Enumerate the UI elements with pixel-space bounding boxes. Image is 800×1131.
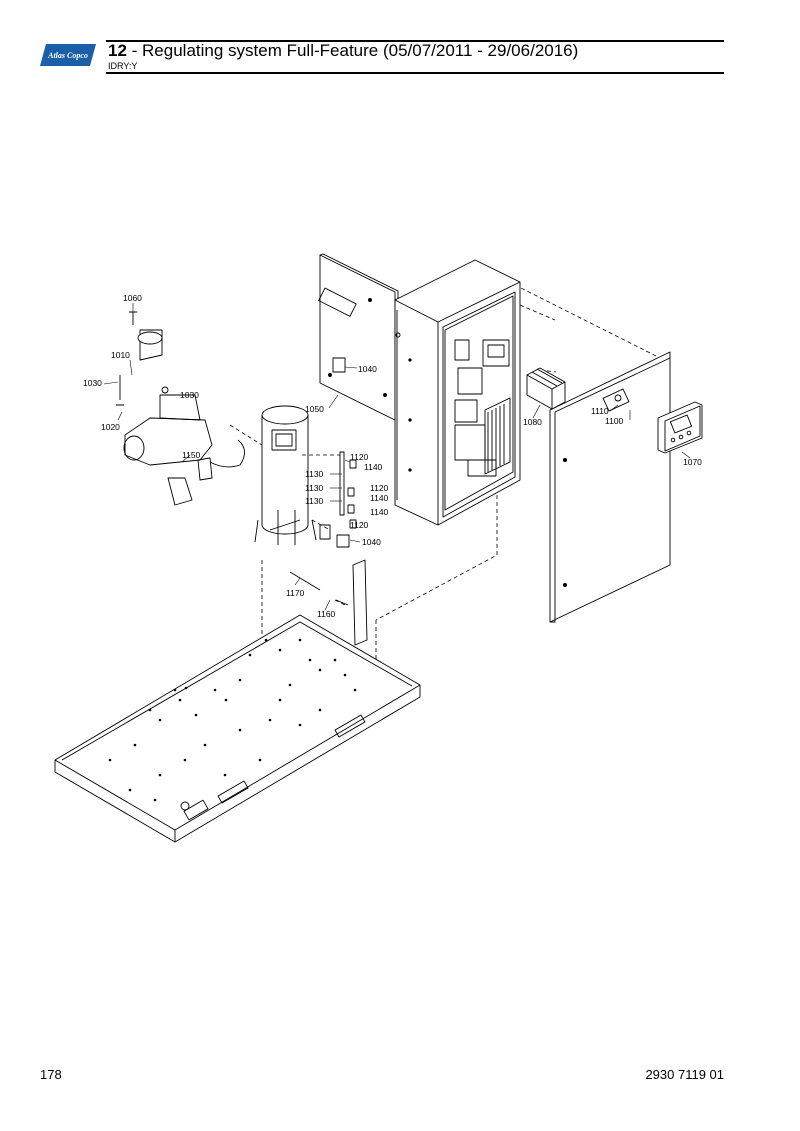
document-number: 2930 7119 01 — [645, 1067, 724, 1082]
section-title: - Regulating system Full-Feature (05/07/… — [126, 41, 579, 60]
callout-1020: 1020 — [101, 422, 120, 432]
callout-1140-top: 1140 — [364, 462, 383, 472]
electrical-cabinet — [394, 259, 521, 526]
callout-leaders — [103, 303, 691, 611]
connectors-and-sensors — [289, 357, 368, 646]
svg-text:Atlas Copco: Atlas Copco — [47, 51, 88, 60]
callout-1050: 1050 — [305, 404, 324, 414]
cabinet-door — [549, 351, 671, 623]
callout-1130-bottom: 1130 — [305, 496, 324, 506]
callout-1100: 1100 — [605, 416, 624, 426]
callout-1070: 1070 — [683, 457, 702, 467]
atlas-copco-logo: Atlas Copco — [40, 44, 96, 66]
callout-labels: 1060 1010 1030 1030 1020 1150 1040 1050 … — [83, 293, 702, 619]
header-rule-bottom — [106, 72, 724, 74]
callout-1010: 1010 — [111, 350, 130, 360]
page-subtitle: IDRY:Y — [108, 61, 138, 71]
callout-1040-bottom: 1040 — [362, 537, 381, 547]
base-frame — [54, 614, 421, 843]
callout-1160: 1160 — [317, 609, 336, 619]
controller-module — [657, 401, 703, 454]
regulating-valve-assembly — [116, 311, 245, 506]
callout-1150: 1150 — [182, 450, 201, 460]
section-number: 12 — [108, 41, 127, 60]
callout-1030-right: 1030 — [180, 390, 199, 400]
callout-1120-bottom: 1120 — [350, 520, 369, 530]
callout-1060: 1060 — [123, 293, 142, 303]
callout-1030: 1030 — [83, 378, 102, 388]
separator-vessel — [254, 405, 317, 545]
callout-1080: 1080 — [523, 417, 542, 427]
callout-1140-mid: 1140 — [370, 493, 389, 503]
base-frame-holes — [108, 638, 357, 802]
callout-1040-top: 1040 — [358, 364, 377, 374]
header-rule-top — [106, 40, 724, 42]
callout-1170: 1170 — [286, 588, 305, 598]
page-number: 178 — [40, 1067, 62, 1082]
callout-1130-top: 1130 — [305, 469, 324, 479]
component-module-1080 — [526, 367, 566, 410]
callout-1120-mid: 1120 — [370, 483, 389, 493]
page-title: 12 - Regulating system Full-Feature (05/… — [108, 41, 578, 61]
callout-1130-mid: 1130 — [305, 483, 324, 493]
callout-1120-top: 1120 — [350, 452, 369, 462]
callout-1140-bottom: 1140 — [370, 507, 389, 517]
callout-1110: 1110 — [591, 406, 609, 416]
back-panel — [318, 253, 399, 421]
